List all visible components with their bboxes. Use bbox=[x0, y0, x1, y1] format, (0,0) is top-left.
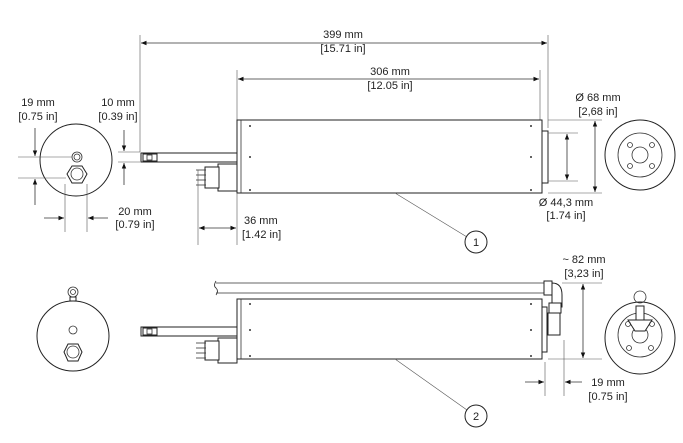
sensor-rod bbox=[140, 152, 238, 163]
svg-text:19 mm: 19 mm bbox=[21, 97, 55, 109]
dim-fitting-offset: 19 mm [0.75 in] bbox=[525, 340, 628, 403]
svg-text:10 mm: 10 mm bbox=[101, 97, 135, 109]
svg-text:[2,68 in]: [2,68 in] bbox=[578, 106, 617, 118]
dim-body-length: 306 mm [12.05 in] bbox=[236, 66, 541, 120]
svg-text:306 mm: 306 mm bbox=[370, 66, 410, 78]
svg-text:[15.71 in]: [15.71 in] bbox=[320, 43, 365, 55]
svg-text:399 mm: 399 mm bbox=[323, 29, 363, 41]
elbow-fitting bbox=[543, 280, 563, 336]
sensor-rod-2 bbox=[140, 326, 238, 337]
end-view-right-1 bbox=[604, 119, 676, 191]
svg-text:36 mm: 36 mm bbox=[244, 215, 278, 227]
svg-text:20 mm: 20 mm bbox=[118, 206, 152, 218]
dim-connector-width: 20 mm [0.79 in] bbox=[44, 184, 155, 232]
dim-fitting-height: ~ 82 mm [3,23 in] bbox=[548, 254, 606, 360]
end-view-left-1 bbox=[39, 123, 113, 197]
svg-text:~ 82 mm: ~ 82 mm bbox=[562, 254, 605, 266]
svg-text:[12.05 in]: [12.05 in] bbox=[367, 80, 412, 92]
svg-text:Ø 44,3 mm: Ø 44,3 mm bbox=[539, 197, 593, 209]
svg-text:Ø 68 mm: Ø 68 mm bbox=[575, 92, 620, 104]
end-view-right-2 bbox=[604, 290, 676, 375]
dim-overall-length: 399 mm [15.71 in] bbox=[139, 29, 549, 152]
svg-text:[1.74 in]: [1.74 in] bbox=[546, 210, 585, 222]
callout-2: 2 bbox=[394, 358, 488, 428]
dim-rod-diameter: 10 mm [0.39 in] bbox=[98, 97, 140, 185]
svg-text:19 mm: 19 mm bbox=[591, 377, 625, 389]
sensor-body-2 bbox=[236, 298, 548, 360]
svg-text:[3,23 in]: [3,23 in] bbox=[564, 268, 603, 280]
cable bbox=[214, 280, 546, 296]
dim-outer-diameter: Ø 68 mm [2,68 in] bbox=[548, 92, 621, 194]
cable-connector bbox=[196, 163, 238, 192]
dim-connector-length: 36 mm [1.42 in] bbox=[197, 170, 281, 245]
svg-text:[0.39 in]: [0.39 in] bbox=[98, 111, 137, 123]
svg-text:[0.75 in]: [0.75 in] bbox=[588, 391, 627, 403]
sensor-variant-1: 399 mm [15.71 in] 306 mm [12.05 in] bbox=[18, 29, 676, 254]
svg-text:[0.79 in]: [0.79 in] bbox=[115, 219, 154, 231]
cable-connector-2 bbox=[196, 337, 238, 364]
svg-text:1: 1 bbox=[473, 237, 479, 249]
callout-1: 1 bbox=[394, 192, 488, 254]
end-view-left-2 bbox=[36, 286, 110, 372]
svg-text:[1.42 in]: [1.42 in] bbox=[242, 229, 281, 241]
dim-inner-diameter: Ø 44,3 mm [1.74 in] bbox=[539, 132, 593, 222]
sensor-body bbox=[236, 119, 549, 194]
dim-rod-offset: 19 mm [0.75 in] bbox=[18, 97, 72, 205]
svg-text:2: 2 bbox=[473, 411, 479, 423]
sensor-variant-2: ~ 82 mm [3,23 in] 19 mm [0.75 in] bbox=[36, 254, 676, 428]
svg-text:[0.75 in]: [0.75 in] bbox=[18, 111, 57, 123]
